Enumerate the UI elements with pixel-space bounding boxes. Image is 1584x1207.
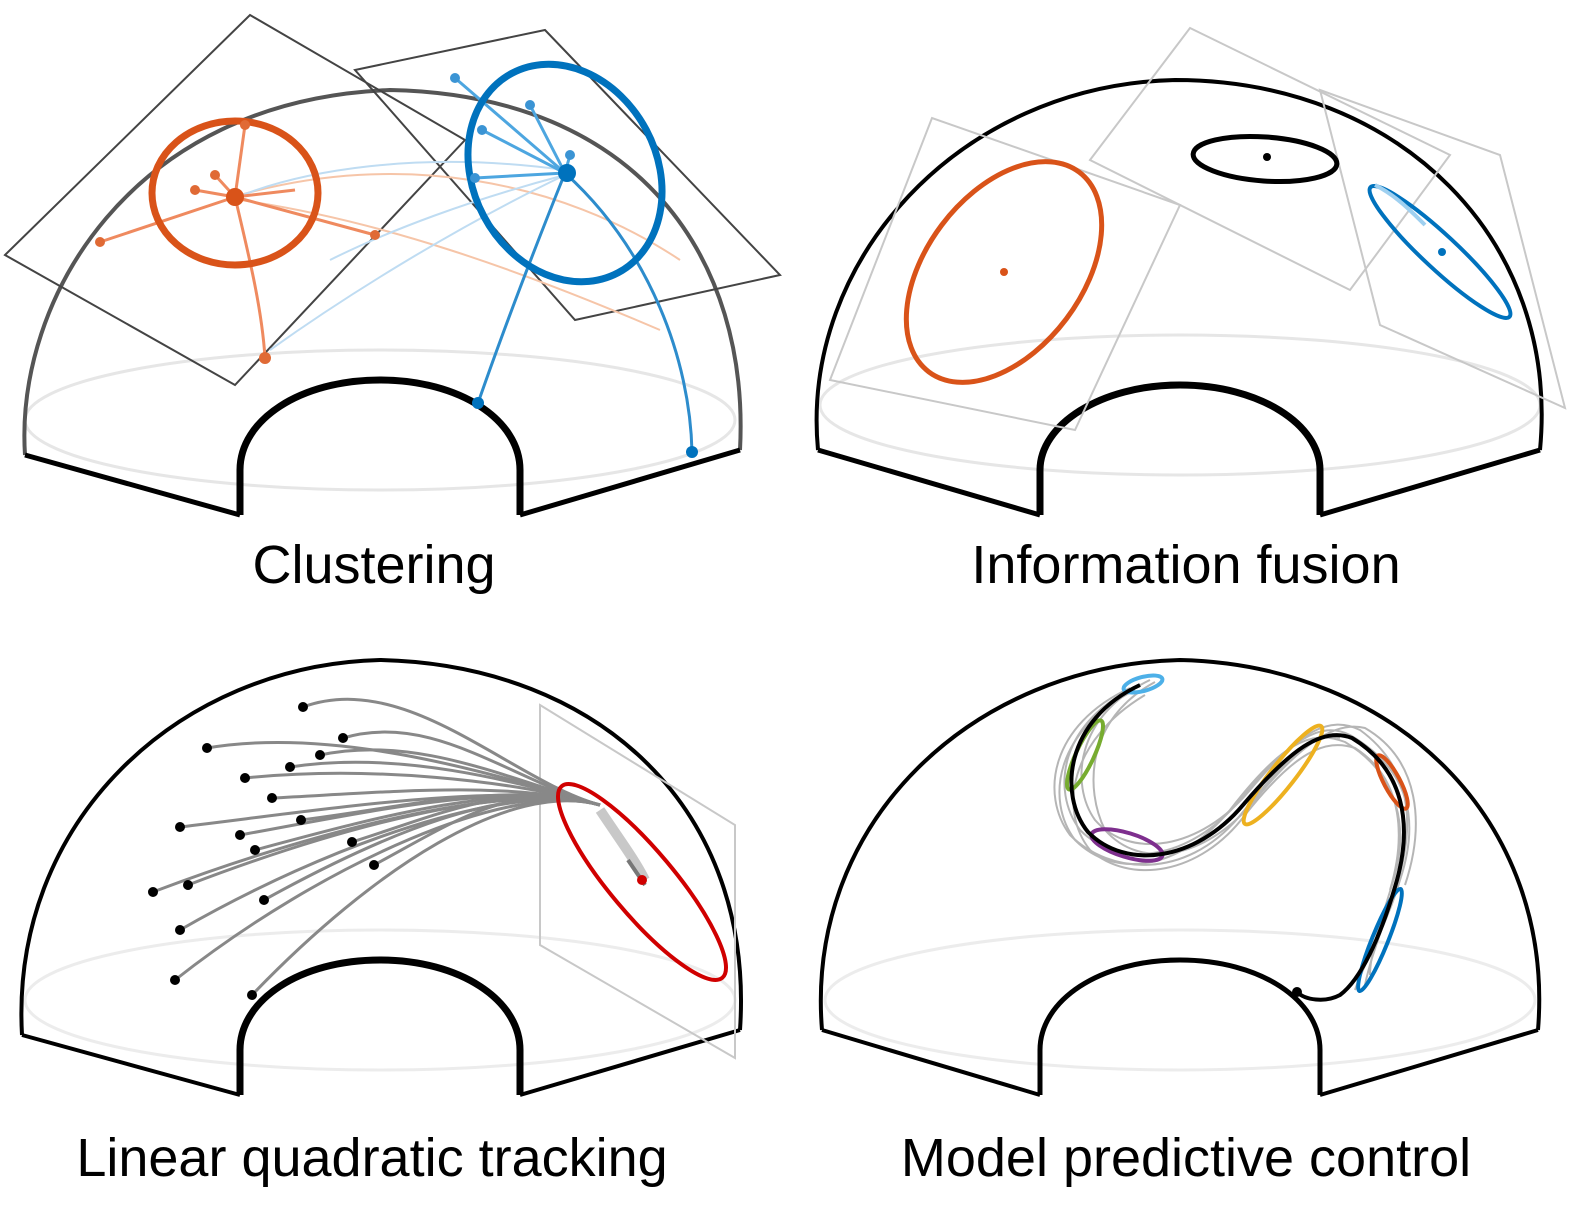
yellow-ellipse	[1241, 723, 1325, 827]
hemisphere	[814, 77, 1544, 518]
initial-state-point	[170, 975, 180, 985]
initial-state-point	[298, 702, 308, 712]
blue-ellipse-highlight	[1374, 183, 1427, 227]
tangent-planes	[828, 26, 1567, 432]
orange-cluster-mean	[226, 188, 244, 206]
initial-state-point	[175, 822, 185, 832]
demonstration-trajectories	[1053, 679, 1417, 991]
initial-state-point	[235, 830, 245, 840]
trajectory-curve	[250, 799, 601, 997]
caption-model-predictive-control: Model predictive control	[900, 1128, 1472, 1188]
blue-ellipse	[1356, 886, 1404, 994]
panel-model-predictive-control	[818, 657, 1542, 1097]
initial-states	[148, 702, 379, 1000]
initial-state-point	[148, 887, 158, 897]
tangent-plane	[539, 703, 736, 1060]
blue-mean	[1438, 248, 1446, 256]
initial-state-point	[175, 925, 185, 935]
orange-data-points	[95, 120, 380, 364]
light-blue-ellipse	[1121, 673, 1165, 695]
black-mean	[1263, 153, 1271, 161]
hemisphere	[818, 657, 1542, 1097]
panel-information-fusion	[814, 26, 1567, 518]
initial-state-point	[369, 860, 379, 870]
blue-ellipse	[1367, 184, 1513, 320]
caption-clustering: Clustering	[252, 535, 496, 595]
orange-mean	[1000, 268, 1008, 276]
orange-cluster-ellipse	[148, 117, 322, 269]
panel-clustering	[3, 13, 782, 518]
initial-state-point	[250, 845, 260, 855]
faint-cross-geodesics	[229, 160, 681, 351]
orange-cluster-geodesics	[99, 124, 376, 359]
blue-data-points	[450, 73, 698, 458]
initial-state-point	[240, 773, 250, 783]
orange-ellipse	[1374, 753, 1410, 811]
initial-state-point	[267, 793, 277, 803]
black-ellipse	[1190, 133, 1340, 185]
hemisphere	[19, 657, 743, 1097]
panel-linear-quadratic-tracking	[19, 657, 743, 1097]
blue-cluster-geodesics	[454, 76, 694, 453]
caption-information-fusion: Information fusion	[971, 535, 1401, 595]
mpc-start-point	[1292, 987, 1302, 997]
initial-state-point	[285, 762, 295, 772]
initial-state-point	[202, 743, 212, 753]
initial-state-point	[315, 750, 325, 760]
tangent-plane-left	[3, 13, 467, 387]
initial-state-point	[247, 990, 257, 1000]
convergence-bundle	[595, 807, 650, 883]
tracking-trajectories	[152, 697, 601, 997]
blue-cluster-mean	[558, 164, 576, 182]
mpc-trajectory	[1069, 683, 1406, 1002]
trajectory-curve	[174, 799, 601, 982]
tangent-plane-right	[353, 28, 782, 322]
red-target-mean	[637, 875, 647, 885]
blue-cluster-ellipse	[464, 60, 666, 286]
initial-state-point	[183, 880, 193, 890]
red-target-ellipse	[555, 782, 729, 982]
initial-state-point	[259, 895, 269, 905]
initial-state-point	[347, 837, 357, 847]
initial-state-point	[338, 733, 348, 743]
caption-linear-quadratic-tracking: Linear quadratic tracking	[76, 1128, 668, 1188]
orange-ellipse	[903, 159, 1105, 385]
hemisphere	[22, 87, 743, 518]
initial-state-point	[296, 815, 306, 825]
purple-ellipse	[1089, 827, 1165, 863]
